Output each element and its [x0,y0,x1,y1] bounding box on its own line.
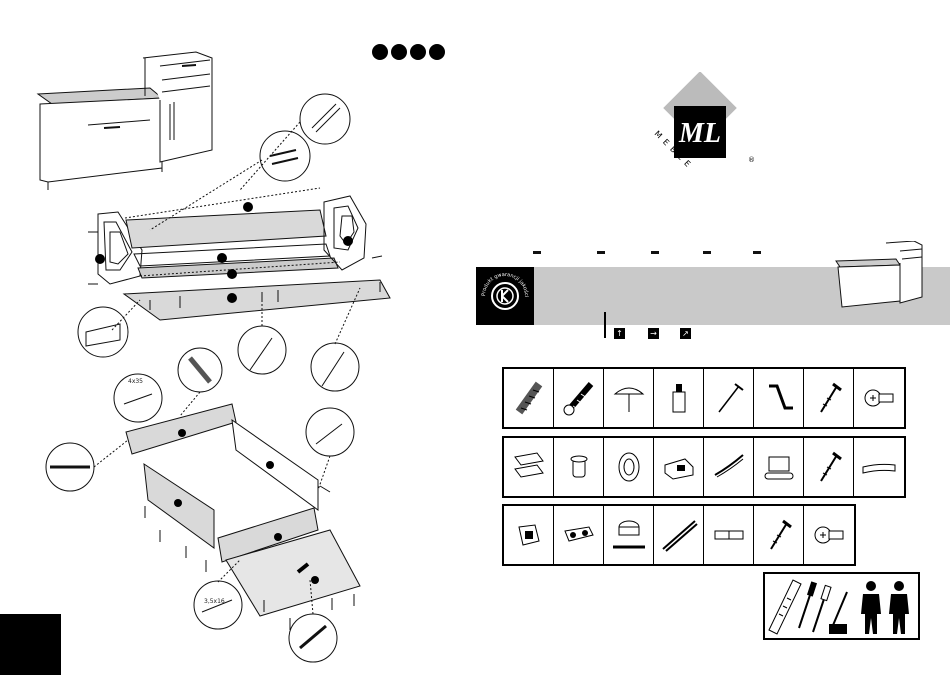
dowel-holders-icon [504,438,554,496]
screw-size-label-3-5x16: 3,5x16 [204,598,225,605]
flathead-screwdriver-icon [799,581,817,628]
nail-icon [704,369,754,427]
callout-screw-3-5x16 [194,581,242,629]
spring-clip-icon [704,438,754,496]
logo-registered: ® [748,156,755,164]
grommet-icon [604,438,654,496]
glue-tube-icon [654,369,704,427]
hardware-row-1 [502,367,906,429]
edge-strip-icon [854,438,904,496]
person-icon [889,581,909,634]
arrow-up-icon: ↑ [614,328,625,339]
legend-marks [533,251,773,255]
cap-icon [554,438,604,496]
hardware-row-2 [502,436,906,498]
difficulty-dots [372,44,445,60]
bracket-icon [654,438,704,496]
quality-badge: Produkt gwarancji jakości [476,267,534,325]
cam-bolt-icon [554,369,604,427]
callout-screw-c [306,408,354,456]
difficulty-dot [372,44,388,60]
magnet-catch-icon [754,438,804,496]
page-corner-block [0,614,61,675]
hammer-icon [829,592,847,634]
difficulty-dot [391,44,407,60]
bench-preview [38,52,212,190]
screw-size-label-4x35: 4x35 [128,378,143,385]
legend-bar [604,312,606,338]
euro-screw-icon [854,369,904,427]
drawer-runner-icon [654,506,704,564]
ml-meble-logo: ML MEBLE ® [640,72,760,192]
wood-screw-icon [754,506,804,564]
label-strip-icon [704,506,754,564]
assembly-drawing [0,0,460,675]
euro-screw-icon [804,506,854,564]
difficulty-dot [410,44,426,60]
callout-screw-top [300,94,350,144]
assembly-diagram: 4x35 3,5x16 [0,0,460,675]
arrow-right-icon: → [648,328,659,339]
required-tools-box [763,572,920,640]
wood-screw-icon [804,369,854,427]
cam-lock-icon [604,506,654,564]
shelf-support-icon [504,506,554,564]
product-thumbnail [834,241,934,311]
person-icon [861,581,881,634]
wood-screw-icon [804,438,854,496]
ruler-icon [769,580,801,634]
callout-screw-a [238,326,286,374]
product-banner [476,267,950,325]
wooden-dowel-icon [504,369,554,427]
difficulty-dot [429,44,445,60]
arrow-diagonal-icon: ↗ [680,328,691,339]
nail-cap-icon [604,369,654,427]
hardware-row-3 [502,504,856,566]
logo-letters: ML [678,118,721,149]
callout-euro-screw [260,131,310,181]
phillips-screwdriver-icon [813,585,831,632]
hex-key-icon [754,369,804,427]
hinge-icon [554,506,604,564]
callout-screw-b [311,343,359,391]
